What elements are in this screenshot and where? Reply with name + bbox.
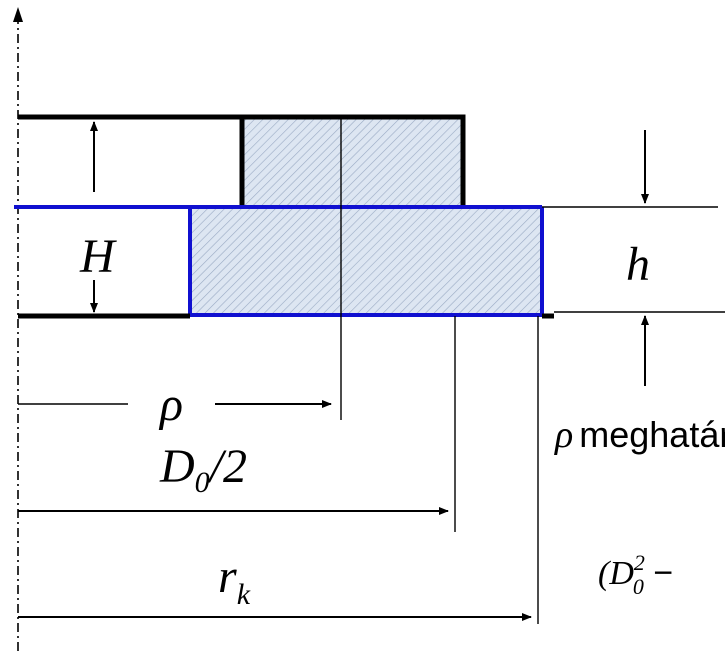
label-rk: rk [218, 550, 251, 611]
rho-caption: ρmeghatározása: [554, 414, 725, 456]
label-rk-main: r [218, 550, 237, 603]
label-d0-half-tail: /2 [207, 440, 247, 493]
billet-hatched-upset [190, 207, 542, 315]
label-H: H [79, 230, 117, 283]
label-d0-half-main: D [159, 440, 195, 493]
label-rk-sub: k [237, 578, 251, 611]
label-h: h [626, 238, 650, 291]
formula-sup: 2 [634, 550, 645, 575]
formula-open: (D [598, 555, 634, 592]
top-die-original [18, 114, 466, 207]
label-d0-half-sub: 0 [195, 466, 210, 499]
rho-caption-text: meghatározása: [579, 414, 725, 455]
rho-caption-symbol: ρ [554, 414, 573, 456]
formula-minus: − [644, 554, 673, 592]
billet-hatched-original [242, 117, 463, 207]
formula-sub: 0 [633, 574, 644, 599]
axis-arrowhead [13, 7, 23, 22]
label-d0-half: D0/2 [159, 440, 247, 499]
label-rho: ρ [158, 378, 183, 431]
